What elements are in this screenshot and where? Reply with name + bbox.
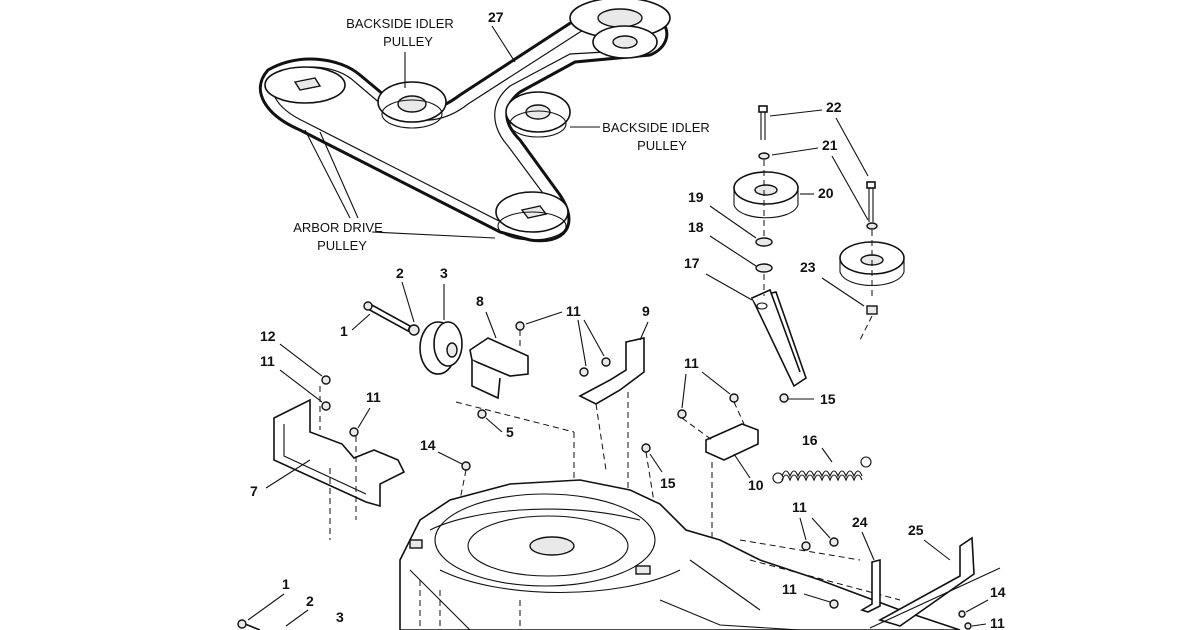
callout-17: 17	[684, 255, 700, 271]
callout-11b: 11	[260, 353, 275, 369]
callout-12: 12	[260, 328, 276, 344]
callout-20: 20	[818, 185, 834, 201]
callout-11f: 11	[782, 581, 797, 597]
right-pulley-group	[733, 105, 905, 388]
callout-11c: 11	[366, 389, 381, 405]
callout-24: 24	[852, 514, 868, 530]
callout-2a: 2	[396, 265, 404, 281]
svg-text:BACKSIDE IDLER: BACKSIDE IDLER	[602, 120, 710, 135]
label-backside-idler-2: BACKSIDE IDLER PULLEY	[570, 120, 710, 153]
svg-text:PULLEY: PULLEY	[637, 138, 687, 153]
callout-11d: 11	[684, 355, 699, 371]
callout-3a: 3	[440, 265, 448, 281]
svg-text:PULLEY: PULLEY	[317, 238, 367, 253]
callout-9: 9	[642, 303, 650, 319]
callout-15b: 15	[660, 475, 676, 491]
label-arbor-drive: ARBOR DRIVE PULLEY	[293, 129, 496, 253]
callout-14a: 14	[420, 437, 436, 453]
callout-2b: 2	[306, 593, 314, 609]
callout-14b: 14	[990, 584, 1006, 600]
belt-assembly	[258, 0, 671, 243]
callout-1b: 1	[282, 576, 290, 592]
callout-5: 5	[506, 424, 514, 440]
callout-15a: 15	[820, 391, 836, 407]
svg-text:BACKSIDE IDLER: BACKSIDE IDLER	[346, 16, 454, 31]
mower-deck	[237, 479, 1001, 630]
callout-3b: 3	[336, 609, 344, 625]
callout-10: 10	[748, 477, 764, 493]
callout-22: 22	[826, 99, 842, 115]
callout-25: 25	[908, 522, 924, 538]
callout-7: 7	[250, 483, 258, 499]
callout-1a: 1	[340, 323, 348, 339]
callout-19: 19	[688, 189, 704, 205]
callout-11e: 11	[792, 499, 807, 515]
callout-27: 27	[488, 9, 504, 25]
callout-23: 23	[800, 259, 816, 275]
callout-8: 8	[476, 293, 484, 309]
callout-21: 21	[822, 137, 838, 153]
callout-11a: 11	[566, 303, 581, 319]
callout-18: 18	[688, 219, 704, 235]
callout-16: 16	[802, 432, 818, 448]
callout-11g: 11	[990, 615, 1005, 630]
svg-text:PULLEY: PULLEY	[383, 34, 433, 49]
label-backside-idler-1: BACKSIDE IDLER PULLEY	[346, 16, 454, 88]
svg-text:ARBOR DRIVE: ARBOR DRIVE	[293, 220, 383, 235]
